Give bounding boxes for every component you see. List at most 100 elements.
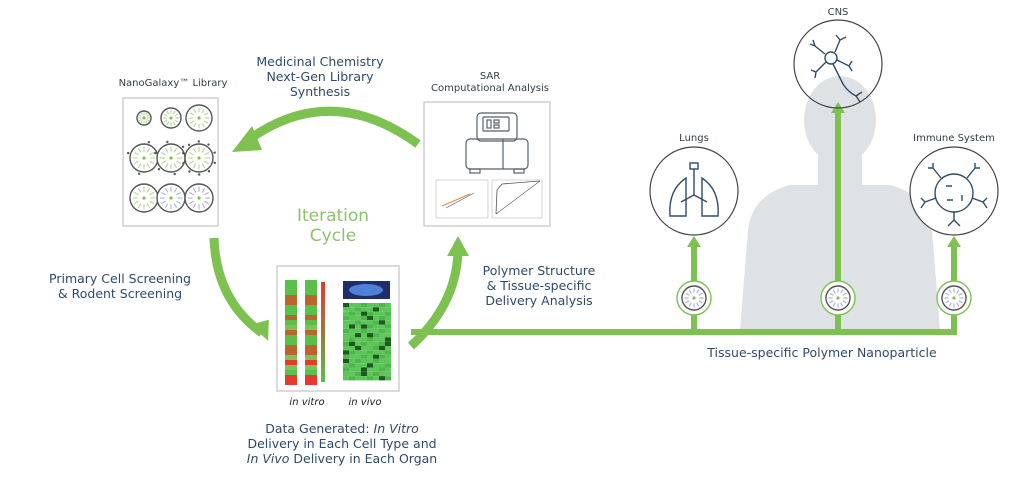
- heatmap-cell: [285, 335, 297, 340]
- nanoparticle-label: Tissue-specific Polymer Nanoparticle: [707, 345, 937, 360]
- heatmap-cell: [367, 307, 373, 312]
- heatmap-cell: [285, 285, 297, 290]
- heatmap-cell: [343, 328, 349, 334]
- heatmap-color-scale: [321, 282, 325, 382]
- heatmap-cell: [355, 371, 361, 377]
- heatmap-cell: [367, 320, 373, 325]
- heatmap-cell: [349, 307, 355, 312]
- heatmap-cell: [379, 333, 385, 338]
- heatmap-cell: [355, 303, 361, 308]
- heatmap-cell: [379, 307, 385, 312]
- heatmap-cell: [367, 311, 373, 316]
- in-vivo-label: in vivo: [348, 397, 382, 408]
- scatter-plot-thumbnail: [435, 179, 489, 219]
- heatmap-cell: [367, 346, 373, 351]
- heatmap-cell: [367, 354, 373, 359]
- heatmap-cell: [385, 350, 391, 355]
- heatmap-cell: [373, 315, 379, 321]
- heatmap-cell: [305, 295, 317, 300]
- heatmap-cell: [373, 354, 379, 359]
- heatmap-cell: [305, 315, 317, 320]
- arrow-synthesis-to-library: [244, 106, 421, 148]
- heatmap-cell: [367, 358, 373, 364]
- heatmap-cell: [367, 341, 373, 346]
- heatmap-cell: [361, 320, 367, 325]
- heatmap-cell: [373, 320, 379, 325]
- heatmap-cell: [285, 350, 297, 355]
- nanoparticle-nodes: [676, 280, 972, 316]
- heatmap-cell: [285, 380, 297, 385]
- neuron-icon: [809, 34, 863, 103]
- heatmap-cell: [305, 380, 317, 385]
- heatmap-cell: [285, 310, 297, 315]
- heatmap-cell: [361, 315, 367, 321]
- roc-curve-thumbnail: [491, 179, 543, 219]
- heatmap-cell: [373, 333, 379, 338]
- heatmap-cell: [343, 358, 349, 364]
- heatmap-cell: [343, 341, 349, 346]
- screening-line1: Primary Cell Screening: [49, 271, 191, 286]
- immune-cell-icon: [920, 163, 988, 227]
- sequencer-instrument-icon: [465, 112, 529, 174]
- heatmap-cell: [361, 311, 367, 316]
- heatmap-cell: [379, 315, 385, 321]
- heatmap-cell: [373, 337, 379, 342]
- heatmap-cell: [361, 371, 367, 377]
- heatmap-cell: [355, 307, 361, 312]
- heatmap-cell: [285, 365, 297, 370]
- heatmap-cell: [285, 300, 297, 305]
- heatmap-cell: [385, 303, 391, 308]
- heatmap-cell: [355, 346, 361, 351]
- heatmap-cell: [361, 363, 367, 368]
- heatmap-cell: [343, 315, 349, 321]
- heatmap-cell: [305, 310, 317, 315]
- cycle-arrowheads: [232, 126, 469, 341]
- heatmap-cell: [349, 315, 355, 321]
- nanoparticle-icon: [825, 285, 851, 311]
- heatmap-cell: [361, 307, 367, 312]
- iteration-cycle-title: Iteration Cycle: [268, 206, 398, 246]
- nanoparticle-icon: [185, 104, 213, 132]
- heatmap-cell: [373, 358, 379, 364]
- heatmap-cell: [361, 358, 367, 364]
- heatmap-cell: [373, 376, 379, 381]
- heatmap-cell: [343, 346, 349, 351]
- heatmap-cell: [355, 315, 361, 321]
- heatmap-cell: [379, 311, 385, 316]
- lungs-icon: [669, 162, 719, 217]
- screening-line2: & Rodent Screening: [57, 285, 183, 301]
- heatmap-cell: [379, 358, 385, 364]
- heatmap-cell: [367, 328, 373, 334]
- heatmap-cell: [373, 307, 379, 312]
- heatmap-cell: [367, 303, 373, 308]
- heatmap-cell: [373, 350, 379, 355]
- heatmap-cell: [373, 363, 379, 368]
- in-vitro-label: in vitro: [289, 397, 325, 408]
- heatmap-cell: [285, 280, 297, 285]
- screening-label: Primary Cell Screening & Rodent Screenin…: [20, 271, 220, 302]
- heatmap-cell: [355, 333, 361, 338]
- heatmap-cell: [361, 303, 367, 308]
- heatmap-cell: [361, 341, 367, 346]
- heatmap-cell: [343, 367, 349, 372]
- nanoparticle-icon: [681, 285, 707, 311]
- heatmap-cell: [379, 350, 385, 355]
- in-vitro-heatmap: [285, 280, 317, 385]
- heatmap-cell: [379, 367, 385, 372]
- heatmap-cell: [349, 354, 355, 359]
- heatmap-cell: [385, 367, 391, 372]
- heatmap-cell: [379, 346, 385, 351]
- heatmap-cell: [373, 346, 379, 351]
- heatmap-cell: [385, 371, 391, 377]
- heatmap-cell: [349, 358, 355, 364]
- heatmap-cell: [355, 320, 361, 325]
- iteration-cycle-line1: Iteration: [296, 206, 370, 226]
- heatmap-cell: [379, 371, 385, 377]
- heatmap-cell: [349, 367, 355, 372]
- heatmap-cell: [385, 324, 391, 329]
- heatmap-cell: [367, 315, 373, 321]
- heatmap-cell: [385, 363, 391, 368]
- heatmap-cell: [349, 341, 355, 346]
- heatmap-cell: [367, 363, 373, 368]
